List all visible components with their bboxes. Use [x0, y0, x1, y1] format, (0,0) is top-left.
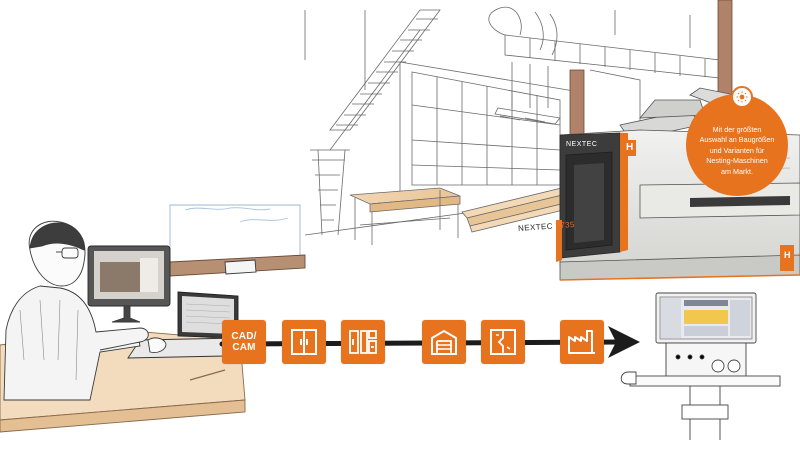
storage-warehouse-icon — [431, 329, 457, 355]
panel-nesting-icon — [490, 329, 516, 355]
workbench-sketch — [349, 187, 461, 245]
machine-model-number: 7735 — [555, 220, 576, 231]
callout-text: Mit der größten Auswahl an Baugrößen und… — [699, 124, 775, 176]
step-cabinet — [282, 320, 326, 364]
step-cad-cam: CAD/ CAM — [222, 320, 266, 364]
machine-logo: H — [626, 142, 634, 153]
staircase-sketch — [304, 9, 441, 236]
cad-cam-label: CAD/ CAM — [231, 331, 257, 353]
workshop-sketch — [304, 0, 733, 245]
ceiling-duct-sketch — [488, 6, 721, 79]
step-factory — [560, 320, 604, 364]
lumber-stack-sketch — [461, 185, 581, 233]
factory-icon — [568, 330, 595, 354]
cabinet-doors-icon — [291, 329, 317, 355]
step-warehouse — [422, 320, 466, 364]
hanging-lamp-sketch — [494, 62, 561, 125]
control-terminal — [620, 292, 781, 440]
step-cabinet-parts — [341, 320, 385, 364]
step-panel-nesting — [481, 320, 525, 364]
designer-sketch — [0, 204, 306, 433]
cabinet-parts-icon — [349, 330, 377, 354]
machine-panel-label: NEXTEC — [566, 141, 598, 148]
machine-side-logo: H — [784, 250, 791, 260]
lightbulb-icon — [731, 86, 753, 108]
feature-callout: Mit der größten Auswahl an Baugrößen und… — [686, 94, 788, 196]
